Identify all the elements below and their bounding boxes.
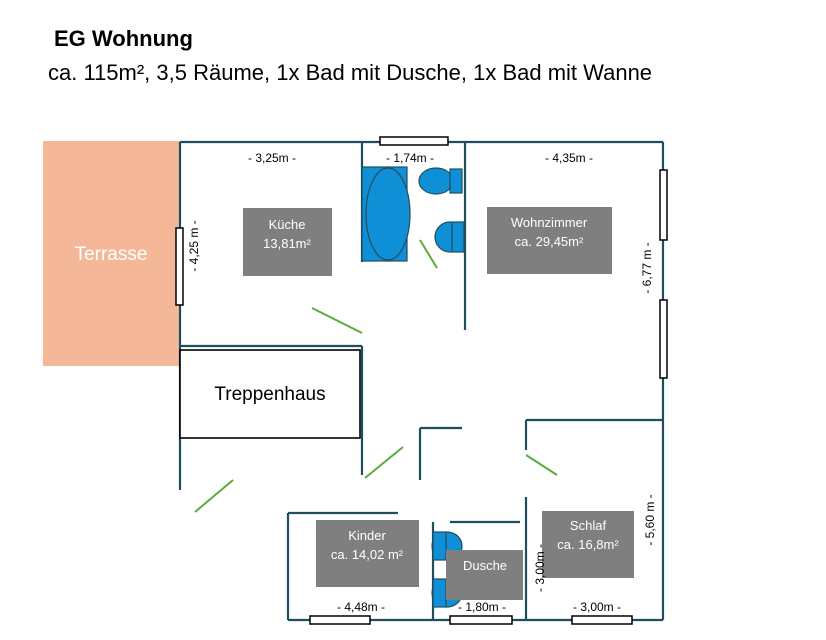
room-schlaf: Schlaf ca. 16,8m²: [542, 511, 634, 578]
room-kinder-area: ca. 14,02 m²: [331, 547, 404, 562]
dim-kueche-height: - 4,25 m -: [187, 220, 201, 271]
window-bottom-kinder: [309, 615, 371, 625]
room-kinder: Kinder ca. 14,02 m²: [316, 520, 419, 587]
sink-icon: [434, 221, 466, 253]
window-left-kitchen: [175, 227, 184, 306]
room-wohnzimmer-name: Wohnzimmer: [511, 215, 588, 230]
room-kinder-name: Kinder: [348, 528, 386, 543]
room-kueche-area: 13,81m²: [263, 236, 311, 251]
room-kueche-name: Küche: [269, 217, 306, 232]
dim-bad-width: - 1,74m -: [386, 151, 434, 165]
toilet-icon: [418, 167, 463, 195]
window-bottom-schlaf: [571, 615, 633, 625]
page-title: EG Wohnung: [54, 26, 193, 51]
room-dusche: Dusche: [446, 550, 523, 600]
terrace-label: Terrasse: [75, 244, 148, 265]
stairwell-label: Treppenhaus: [214, 384, 325, 405]
stairwell-box: [179, 349, 361, 439]
room-schlaf-name: Schlaf: [570, 518, 607, 533]
doors: [194, 239, 558, 513]
window-top-bath: [379, 136, 449, 146]
dim-dusche-height: - 3,00m -: [533, 544, 547, 592]
window-bottom-dusche: [449, 615, 513, 625]
room-wohnzimmer: Wohnzimmer ca. 29,45m²: [487, 207, 612, 274]
window-right-upper: [659, 169, 668, 241]
windows: [175, 136, 668, 625]
terrace-area: [43, 141, 180, 366]
dim-schlaf-width: - 3,00m -: [573, 600, 621, 614]
room-dusche-name: Dusche: [463, 558, 507, 573]
room-wohnzimmer-area: ca. 29,45m²: [515, 234, 584, 249]
bathtub-icon: [361, 166, 411, 262]
window-right-lower: [659, 299, 668, 379]
page-subtitle: ca. 115m², 3,5 Räume, 1x Bad mit Dusche,…: [48, 60, 653, 85]
dim-kueche-width: - 3,25m -: [248, 151, 296, 165]
dim-schlaf-height: - 5,60 m -: [643, 494, 657, 545]
dim-kinder-width: - 4,48m -: [337, 600, 385, 614]
room-kueche: Küche 13,81m²: [243, 208, 332, 276]
dim-dusche-width: - 1,80m -: [458, 600, 506, 614]
dim-wohn-width: - 4,35m -: [545, 151, 593, 165]
room-schlaf-area: ca. 16,8m²: [557, 537, 619, 552]
dim-wohn-height: - 6,77 m -: [640, 242, 654, 293]
